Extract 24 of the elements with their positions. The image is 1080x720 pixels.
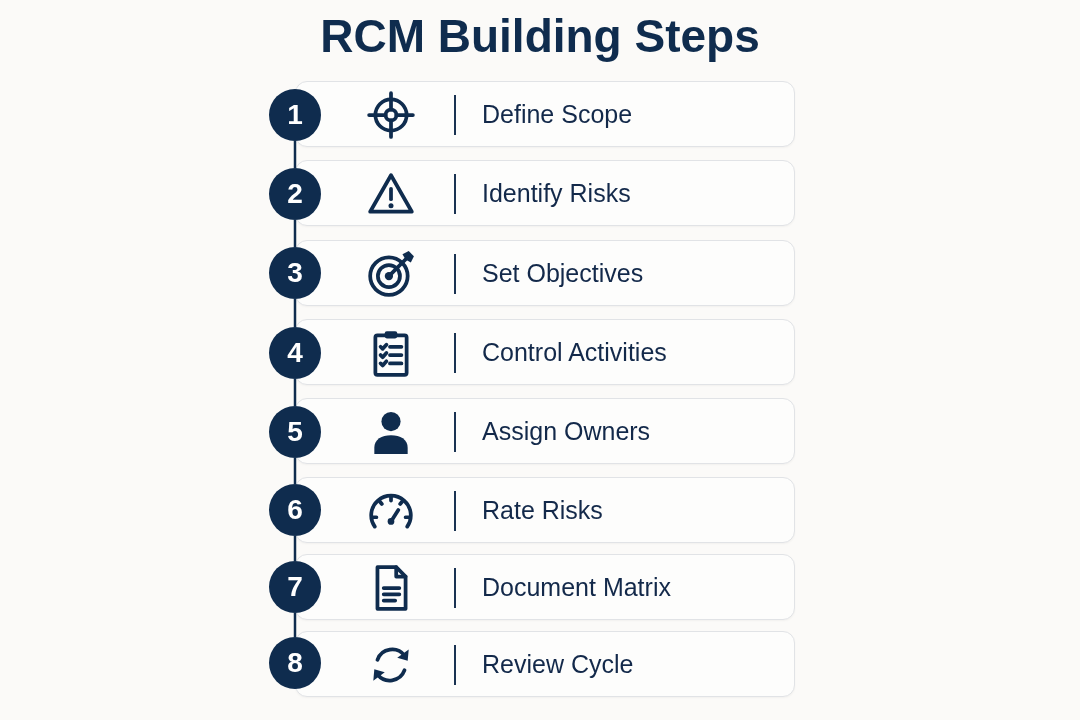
step-label: Set Objectives [482,258,644,288]
step-number-circle: 6 [269,484,321,536]
title: RCM Building Steps [320,9,760,64]
connector-line [293,536,297,561]
step-label: Define Scope [482,99,633,129]
connector-line [293,379,297,406]
step-number-circle: 3 [269,247,321,299]
connector-line [293,220,297,247]
step-label: Rate Risks [482,495,603,525]
connector-line [293,613,297,637]
connector-line [293,458,297,484]
step-number-circle: 7 [269,561,321,613]
step-label: Control Activities [482,337,667,367]
connector-line [293,141,297,168]
step-label: Review Cycle [482,649,634,679]
connector-line [293,299,297,327]
step-number-circle: 4 [269,327,321,379]
step-label: Document Matrix [482,572,671,602]
step-number-circle: 8 [269,637,321,689]
step-number-circle: 2 [269,168,321,220]
step-label: Assign Owners [482,416,651,446]
step-label: Identify Risks [482,178,631,208]
step-number-circle: 5 [269,406,321,458]
step-number-circle: 1 [269,89,321,141]
